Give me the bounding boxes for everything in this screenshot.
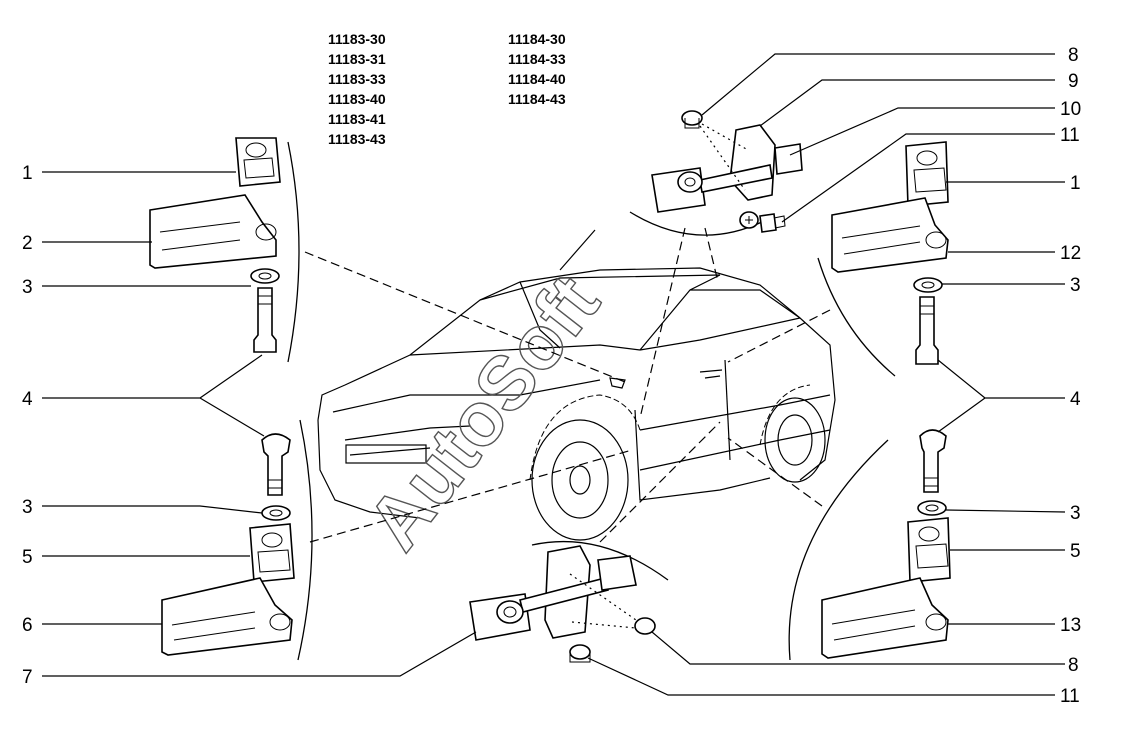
callout-number: 3 — [22, 497, 33, 518]
left-upper-pin — [253, 287, 277, 353]
callout-number: 8 — [1068, 655, 1079, 676]
autosoft-watermark: AutoSoft — [351, 260, 615, 565]
right-upper-pin — [915, 296, 939, 365]
lower-check-strap — [469, 545, 656, 663]
left-upper-hinge-half — [235, 137, 281, 187]
model-code: 11183-31 — [328, 51, 386, 67]
lower-strap-arc — [531, 540, 669, 581]
right-lower-arc — [788, 439, 889, 661]
left-upper-bracket — [149, 194, 277, 269]
callout-number: 5 — [22, 547, 33, 568]
left-upper-washer — [250, 268, 280, 284]
callout-number: 10 — [1060, 99, 1081, 120]
callout-number: 3 — [22, 277, 33, 298]
right-upper-arc — [817, 257, 896, 377]
model-code: 11184-33 — [508, 51, 566, 67]
callout-number: 12 — [1060, 243, 1081, 264]
callout-number: 4 — [1070, 389, 1081, 410]
model-code: 11183-41 — [328, 111, 386, 127]
callout-number: 1 — [1070, 173, 1081, 194]
right-upper-bracket — [831, 197, 949, 273]
left-upper-arc — [287, 141, 300, 363]
model-code: 11183-43 — [328, 131, 386, 147]
left-callouts: 1 2 3 4 3 5 6 7 — [22, 163, 33, 688]
left-lower-arc — [297, 419, 313, 661]
car-outline — [317, 229, 836, 541]
callout-number: 5 — [1070, 541, 1081, 562]
right-lower-hinge-half — [907, 517, 951, 583]
left-lower-washer — [261, 505, 291, 521]
model-code: 11184-30 — [508, 31, 566, 47]
leader-lines — [42, 53, 1066, 696]
callout-number: 7 — [22, 667, 33, 688]
model-codes-left: 11183-30 11183-31 11183-33 11183-40 1118… — [328, 31, 386, 147]
right-callouts: 8 9 10 11 1 12 3 4 3 5 13 8 11 — [1060, 45, 1081, 707]
model-code: 11183-40 — [328, 91, 386, 107]
callout-number: 11 — [1060, 125, 1080, 146]
callout-number: 2 — [22, 233, 33, 254]
projection-lines — [304, 227, 831, 543]
model-codes-right: 11184-30 11184-33 11184-40 11184-43 — [508, 31, 566, 107]
callout-number: 9 — [1068, 71, 1079, 92]
left-lower-bracket — [161, 577, 293, 656]
callout-number: 6 — [22, 615, 33, 636]
callout-number: 3 — [1070, 503, 1081, 524]
callout-number: 13 — [1060, 615, 1081, 636]
left-lower-pin — [261, 433, 291, 496]
callout-number: 8 — [1068, 45, 1079, 66]
upper-check-strap — [651, 110, 803, 233]
model-code: 11184-40 — [508, 71, 566, 87]
right-lower-pin — [919, 429, 947, 493]
callout-number: 3 — [1070, 275, 1081, 296]
right-lower-bracket — [821, 577, 949, 659]
right-upper-hinge-half — [905, 141, 949, 207]
model-code: 11184-43 — [508, 91, 566, 107]
right-upper-washer — [913, 277, 943, 293]
callout-number: 11 — [1060, 686, 1080, 707]
model-code: 11183-30 — [328, 31, 386, 47]
left-lower-hinge-half — [249, 523, 295, 583]
callout-number: 1 — [22, 163, 33, 184]
callout-number: 4 — [22, 389, 33, 410]
right-lower-washer — [917, 500, 947, 516]
model-code: 11183-33 — [328, 71, 386, 87]
